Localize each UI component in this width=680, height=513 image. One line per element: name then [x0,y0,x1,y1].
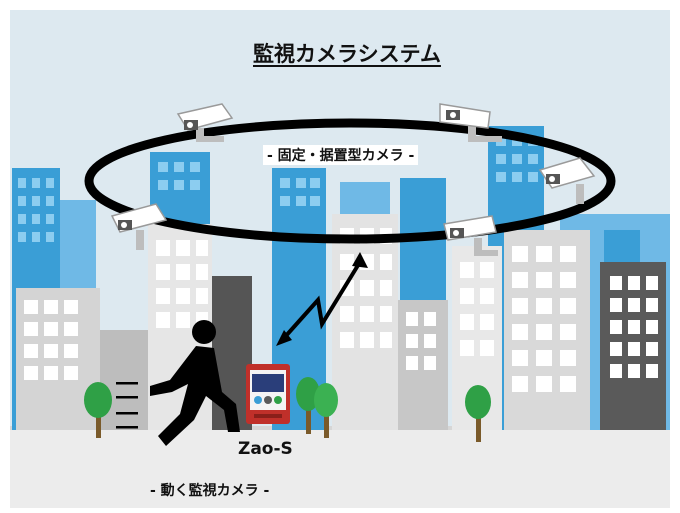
tree-icon [296,377,320,434]
mobile-camera-label: - 動く監視カメラ - [150,483,270,499]
walking-person-icon [116,320,240,446]
building-icon [398,300,448,430]
tree-icon [84,382,112,438]
cctv-camera-icon [538,157,596,204]
fixed-camera-ring [84,118,616,244]
cctv-camera-icon [443,215,498,256]
trees [84,377,491,442]
cameras [110,103,596,256]
zao-s-label: Zao-S [238,439,293,459]
cctv-camera-icon [176,103,234,142]
cctv-camera-icon [439,103,502,142]
fixed-camera-label: - 固定・据置型カメラ - [263,145,419,165]
cctv-camera-icon [110,203,168,250]
tree-icon [465,385,491,442]
zao-s-device-icon [246,364,290,424]
ground [10,428,670,508]
diagram-title: 監視カメラシステム [253,42,441,66]
tree-icon [314,383,338,438]
wireless-link-arrow-icon [276,252,368,346]
building-icon [100,330,148,430]
